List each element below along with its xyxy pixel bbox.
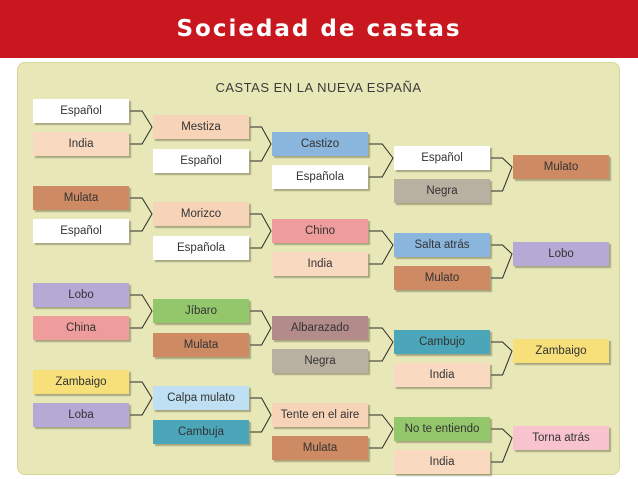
greatgrandchild-box: Cambujo [394,330,490,354]
slide-header: Sociedad de castas [0,0,638,58]
grandchild-box: Tente en el aire [272,403,368,427]
connector-line [491,341,513,376]
parent-box: China [33,316,129,340]
connector-line [369,143,394,178]
spouse-box: Cambuja [153,420,249,444]
connector-line [250,126,272,162]
parent-box: Zambaigo [33,370,129,394]
connector-line [491,428,513,463]
spouse-box: India [394,450,490,474]
spouse-box: Español [153,149,249,173]
slide-title: Sociedad de castas [176,16,462,42]
parent-box: Mulata [33,186,129,210]
result-box: Zambaigo [513,339,609,363]
grandchild-box: Albarazado [272,316,368,340]
parent-box: Español [33,99,129,123]
connector-line [130,110,153,145]
parent-box: Lobo [33,283,129,307]
greatgrandchild-box: No te entiendo [394,417,490,441]
child-box: Jíbaro [153,299,249,323]
result-box: Torna atrás [513,426,609,450]
connector-line [369,327,394,362]
spouse-box: Negra [272,349,368,373]
child-box: Calpa mulato [153,386,249,410]
spouse-box: India [394,363,490,387]
connector-line [369,414,394,449]
spouse-box: Negra [394,179,490,203]
child-box: Morizco [153,202,249,226]
grandchild-box: Chino [272,219,368,243]
connector-line [250,397,272,433]
greatgrandchild-box: Español [394,146,490,170]
connector-line [130,197,153,232]
child-box: Mestiza [153,115,249,139]
result-box: Mulato [513,155,609,179]
connector-line [491,157,513,192]
spouse-box: Española [272,165,368,189]
greatgrandchild-box: Salta atrás [394,233,490,257]
grandchild-box: Castizo [272,132,368,156]
connector-line [130,381,153,416]
connector-line [491,244,513,279]
spouse-box: Mulata [272,436,368,460]
connector-line [369,230,394,265]
result-box: Lobo [513,242,609,266]
parent-box: Loba [33,403,129,427]
parent-box: Español [33,219,129,243]
connector-line [130,294,153,329]
spouse-box: Española [153,236,249,260]
spouse-box: India [272,252,368,276]
spouse-box: Mulato [394,266,490,290]
connector-line [250,310,272,346]
parent-box: India [33,132,129,156]
spouse-box: Mulata [153,333,249,357]
diagram-title: CASTAS EN LA NUEVA ESPAÑA [215,80,422,95]
connector-line [250,213,272,249]
